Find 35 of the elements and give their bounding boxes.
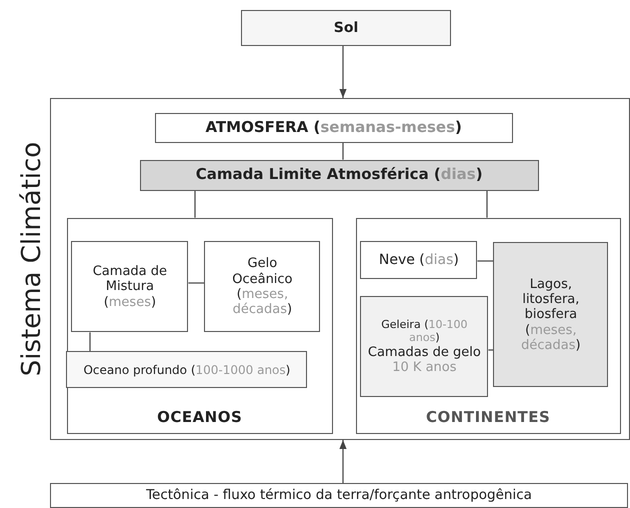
box-label: Geleira (10-100 anos) xyxy=(380,318,468,345)
box-label: Sol xyxy=(334,20,358,36)
process-box xyxy=(241,10,451,46)
process-box xyxy=(140,160,539,191)
process-box xyxy=(360,241,478,280)
connector-line xyxy=(342,142,344,160)
process-box xyxy=(71,241,188,332)
box-label: Tectônica - fluxo térmico da terra/forçante antropogênica xyxy=(146,488,532,504)
box-label: Camada de Mistura (meses) xyxy=(92,264,168,310)
connector-line xyxy=(477,260,494,262)
process-box xyxy=(204,241,320,332)
vertical-title: Sistema Climático xyxy=(17,140,48,378)
box-label: Neve (dias) xyxy=(378,252,459,269)
process-box xyxy=(66,351,308,388)
box-label: 10 K anos xyxy=(392,360,456,376)
box-label: Lagos, litosfera, biosfera (meses, décadas) xyxy=(520,276,582,354)
box-label: Gelo Oceânico (meses, décadas) xyxy=(231,256,294,318)
connector-line xyxy=(188,282,204,284)
arrow xyxy=(339,440,347,483)
box-label: ATMOSFERA (semanas-meses) xyxy=(205,118,462,137)
box-label: Camada Limite Atmosférica (dias) xyxy=(196,166,483,184)
process-box xyxy=(50,483,628,508)
process-box xyxy=(493,242,608,388)
group-heading: OCEANOS xyxy=(156,409,244,427)
arrow xyxy=(339,46,347,98)
group-box xyxy=(356,218,621,434)
group-box xyxy=(66,218,333,434)
box-label: Camadas de gelo xyxy=(368,344,481,360)
process-box xyxy=(360,296,488,398)
connector-line xyxy=(89,332,91,352)
connector-line xyxy=(486,190,488,218)
connector-line xyxy=(194,190,196,218)
process-box xyxy=(154,112,513,143)
box-label: Oceano profundo (100-1000 anos) xyxy=(83,362,290,377)
group-heading: CONTINENTES xyxy=(425,409,552,427)
